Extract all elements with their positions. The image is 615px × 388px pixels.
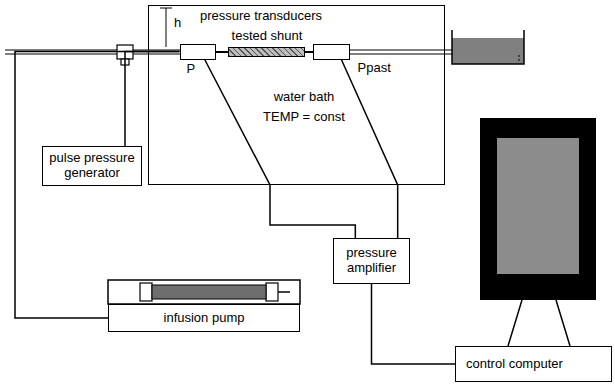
node-label: control computer — [466, 357, 563, 372]
signal-line — [372, 284, 456, 364]
tube — [5, 53, 180, 54]
amplifier-box: pressure amplifier — [333, 238, 410, 284]
pump-box: infusion pump — [108, 304, 300, 332]
pressure-transducer: Ppast — [313, 44, 350, 60]
monitor — [480, 118, 596, 300]
outlet — [519, 55, 520, 62]
node-label: water bath — [254, 90, 354, 105]
node-label: pressure amplifier — [340, 246, 403, 276]
node-label: TEMP = const — [254, 110, 354, 125]
reservoir — [452, 30, 524, 64]
monitor-screen — [497, 138, 579, 274]
part-label: pressure transducers — [200, 9, 322, 24]
tested-shunt: tested shunt — [228, 47, 305, 57]
signal-line — [125, 52, 180, 147]
node-label: tested shunt — [217, 29, 318, 44]
pump-clamp — [266, 283, 278, 301]
signal-line — [205, 60, 356, 239]
computer-box: control computer — [455, 346, 612, 382]
node-label: Ppast — [358, 61, 391, 76]
water-bath: water bathTEMP = constPtested shuntPpast — [148, 5, 445, 185]
pressure-transducer: P — [180, 44, 216, 60]
reservoir-water — [452, 38, 524, 64]
signal-line — [341, 60, 397, 239]
node-label: P — [187, 62, 196, 77]
height-marker — [160, 8, 172, 9]
generator-box: pulse pressure generator — [42, 146, 142, 186]
node-label: infusion pump — [164, 311, 245, 326]
plunger — [278, 291, 290, 293]
syringe — [152, 285, 266, 299]
tube — [216, 51, 228, 53]
tube — [5, 49, 180, 50]
height-marker — [166, 8, 167, 47]
node-label: pulse pressure generator — [49, 151, 135, 181]
pump-plate — [108, 280, 300, 304]
dimension-label: h — [174, 16, 181, 31]
pump-clamp — [140, 283, 152, 301]
monitor-stand — [508, 300, 570, 346]
